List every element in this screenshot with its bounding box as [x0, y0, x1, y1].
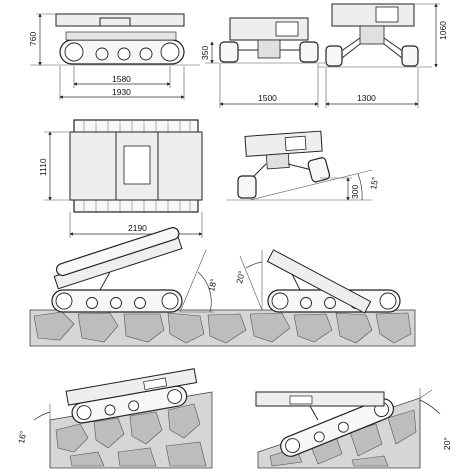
left-track-front — [219, 41, 239, 63]
plan-view: 1110 2190 — [38, 119, 203, 238]
road-wheels — [64, 42, 180, 62]
dim-contact-length-label: 1580 — [112, 74, 131, 84]
slope-view-left: 16° — [16, 368, 213, 469]
dim-height-label: 760 — [28, 32, 38, 46]
dim-width-min-label: 1500 — [258, 93, 277, 103]
climb-view-left: 18° — [51, 227, 219, 313]
climb-right-chassis — [266, 249, 372, 314]
side-view: 760 1580 1930 — [28, 13, 200, 100]
climb-view-right: 20° — [234, 249, 401, 314]
slope-left-angle: 16° — [16, 430, 28, 444]
front-view-raised: 1060 1300 — [318, 3, 448, 108]
dim-overall-length-label: 1930 — [112, 87, 131, 97]
tilt-right-track — [307, 157, 331, 183]
dim-height-raised-label: 1060 — [438, 21, 448, 40]
dim-plan-width-label: 1110 — [38, 158, 48, 176]
dim-clearance-label: 350 — [200, 46, 210, 60]
slope-right-chassis — [255, 391, 385, 407]
slope-right-angle: 20° — [442, 437, 452, 450]
tilted-front-view: 300 15° — [226, 130, 380, 201]
center-mount — [257, 39, 281, 59]
dim-plan-length-label: 2190 — [128, 223, 147, 233]
front-view-low: 350 1500 — [200, 17, 325, 108]
climb-ground — [29, 309, 416, 347]
climb-right-angle: 20° — [234, 270, 246, 285]
plan-top-cover — [123, 145, 151, 185]
climb-left-angle: 18° — [206, 278, 218, 293]
tilt-angle-arc — [357, 173, 363, 201]
front-control-panel — [275, 21, 299, 37]
control-box — [99, 17, 131, 27]
slope-right-track — [280, 398, 395, 457]
tilt-left-track — [237, 175, 257, 199]
raised-control-panel — [375, 6, 399, 23]
climb-left-wheels — [55, 292, 179, 310]
right-track-front — [299, 41, 319, 63]
raised-right-track — [401, 45, 419, 67]
track-frame — [65, 31, 177, 41]
tilt-chassis — [244, 130, 323, 157]
raised-chassis — [331, 3, 415, 27]
tilt-angle-label: 15° — [368, 176, 380, 190]
slope-view-right: 20° — [255, 388, 452, 469]
raised-left-track — [325, 45, 343, 67]
dim-step-label: 300 — [350, 185, 360, 199]
dim-width-raised-label: 1300 — [357, 93, 376, 103]
